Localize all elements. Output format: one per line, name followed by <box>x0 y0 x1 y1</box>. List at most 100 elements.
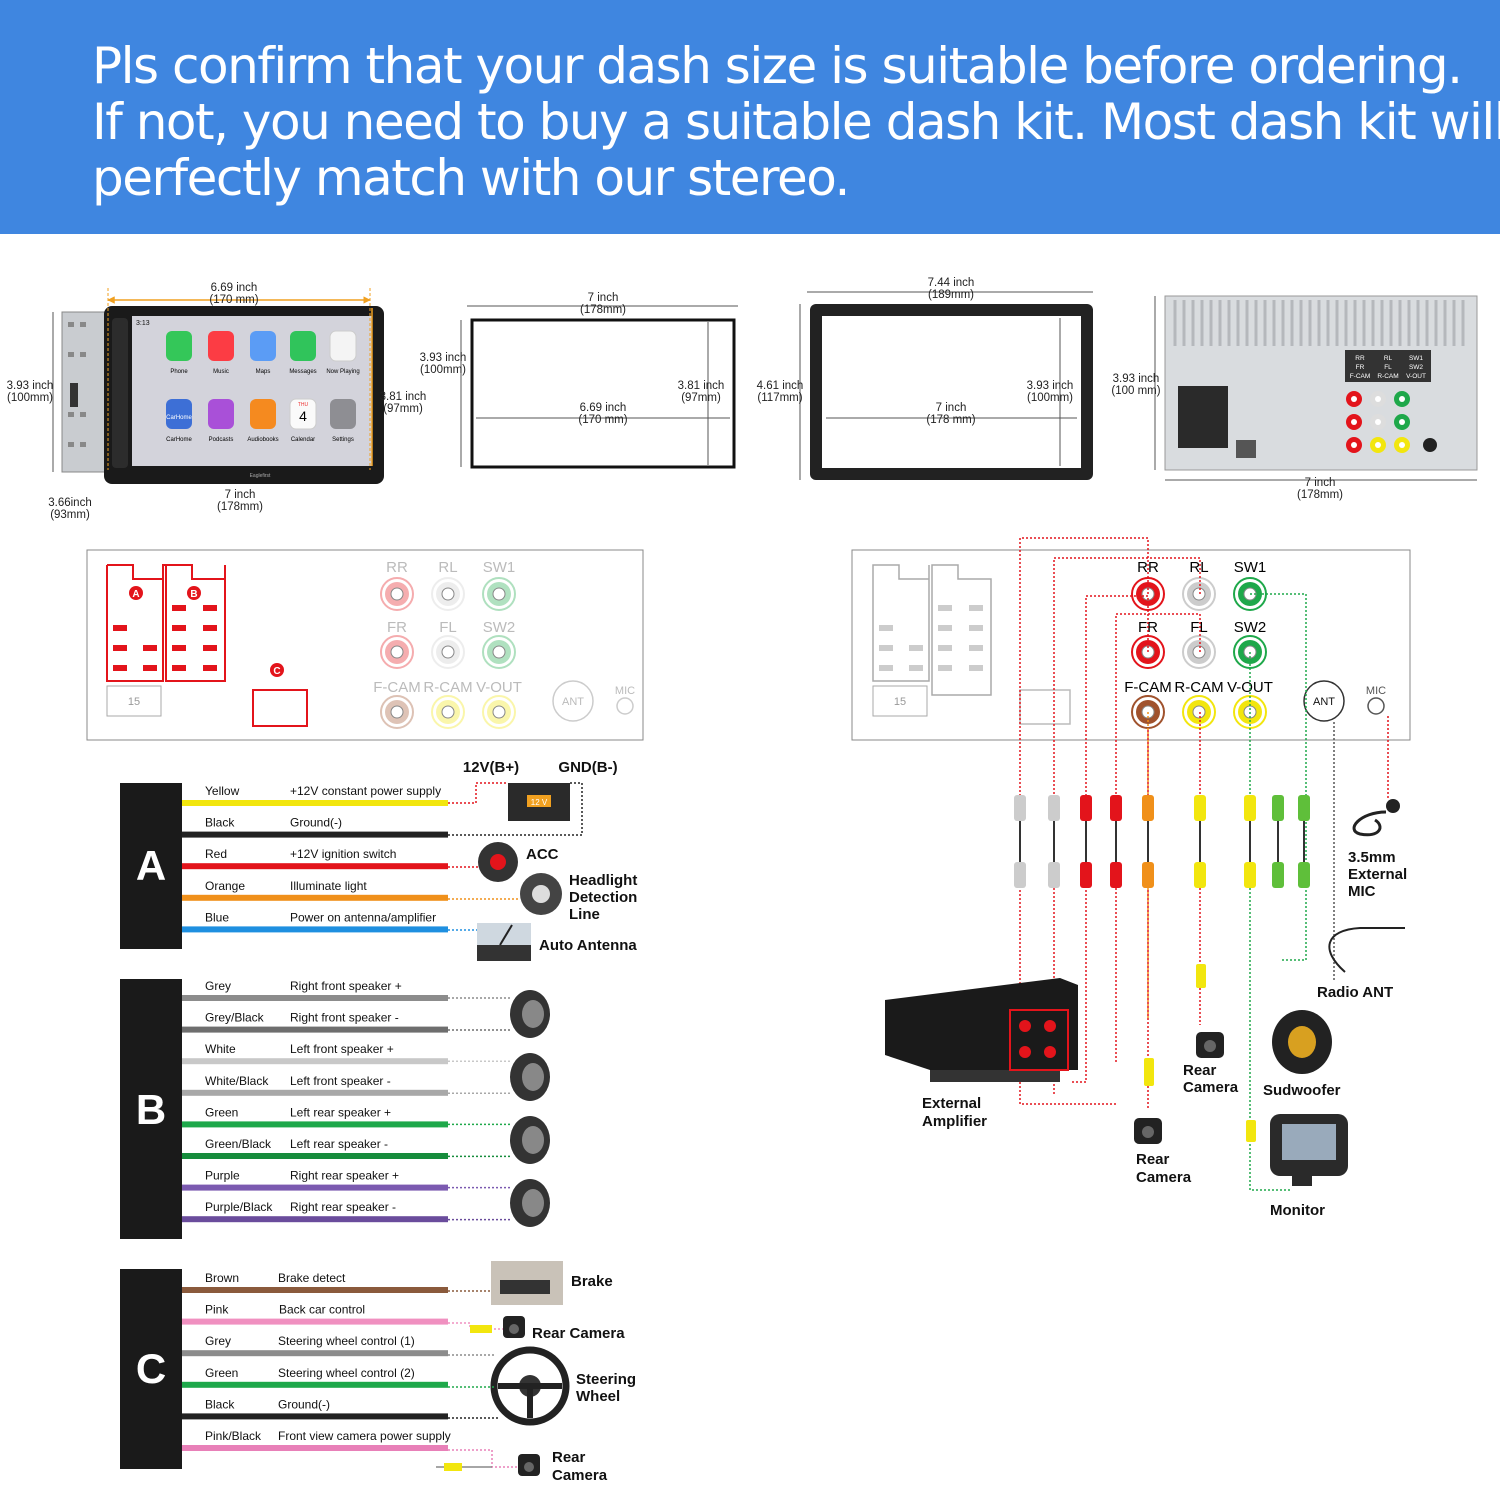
radio-antenna-icon <box>1328 927 1405 973</box>
amplifier-label: External <box>922 1095 981 1112</box>
dim-label: 7.44 inch <box>928 277 975 289</box>
port-label-sw1: SW1 <box>1234 559 1267 576</box>
jack-core-fcam <box>390 705 404 719</box>
wire <box>182 1026 448 1033</box>
wire-color-label: Purple <box>205 1169 240 1183</box>
rear-camera-1-label: Camera <box>1183 1079 1239 1096</box>
stereo-dimensions: 6.69 inch (170 mm) 3.93 inch (100mm) 3.8… <box>7 282 427 521</box>
wire-color-label: Black <box>205 816 235 830</box>
port-label-vout: V-OUT <box>1227 679 1273 696</box>
rca-routing <box>1014 537 1389 1191</box>
rca-route <box>1019 537 1149 1105</box>
speaker-cone <box>522 1063 544 1091</box>
wire-color-label: Red <box>205 847 227 861</box>
carhome-icon <box>166 399 192 429</box>
dim-label: 3.93 inch <box>1027 380 1074 392</box>
messages-icon <box>290 331 316 361</box>
rear-tag: R-CAM <box>1377 373 1398 380</box>
banner-line-3: perfectly match with our stereo. <box>92 149 850 207</box>
plug-c-badge: C <box>273 666 280 677</box>
battery-label: 12 V <box>531 798 548 807</box>
dim-label: (100mm) <box>1027 392 1073 404</box>
wire-desc-label: Ground(-) <box>290 816 342 830</box>
wire-color-label: White <box>205 1042 236 1056</box>
rear-tag: SW1 <box>1409 355 1423 362</box>
rca-plug <box>1110 795 1122 821</box>
dim-label: 3.81 inch <box>678 380 725 392</box>
rca-plug <box>1194 862 1206 888</box>
dim-label: (97mm) <box>383 403 423 415</box>
port-label-sw2: SW2 <box>1234 619 1267 636</box>
calendar-icon <box>289 398 317 430</box>
mic-label: 3.5mm <box>1348 849 1396 866</box>
rca-plug <box>1142 795 1154 821</box>
dim-label: (100mm) <box>420 364 466 376</box>
wire-desc-label: Front view camera power supply <box>278 1429 451 1443</box>
app-label: Settings <box>332 437 354 443</box>
port-label-sw1: SW1 <box>483 559 516 576</box>
wire-desc-label: Ground(-) <box>278 1397 330 1411</box>
acc-label: ACC <box>526 846 559 863</box>
harness-letter: B <box>136 1086 166 1133</box>
headlight-label: Line <box>569 906 600 923</box>
ant-label: ANT <box>1313 696 1335 708</box>
rca-plug <box>1244 862 1256 888</box>
rca-route <box>1250 593 1307 961</box>
wire-color-label: Pink <box>205 1303 229 1317</box>
wire-desc-label: Brake detect <box>278 1271 346 1285</box>
jack-core-rcam <box>441 705 455 719</box>
jack-core-rl <box>441 587 455 601</box>
rca-plug <box>1014 795 1026 821</box>
rear-tag: SW2 <box>1409 364 1423 371</box>
rca-plug <box>1272 795 1284 821</box>
calendar-day: THU <box>298 402 309 408</box>
header-banner: Pls confirm that your dash size is suita… <box>0 0 1500 234</box>
wire <box>182 1058 448 1065</box>
dim-label: (170 mm) <box>209 294 258 306</box>
port-label-rl: RL <box>438 559 457 576</box>
rear-camera-1-label: Rear <box>1183 1062 1217 1079</box>
rca-plug <box>1144 1058 1154 1086</box>
dim-label: (178mm) <box>580 304 626 316</box>
banner-line-2: If not, you need to buy a suitable dash … <box>92 93 1500 151</box>
wire-desc-label: +12V ignition switch <box>290 847 396 861</box>
dim-label: (100mm) <box>7 392 53 404</box>
dim-label: 3.93 inch <box>420 352 467 364</box>
wire <box>182 1089 448 1096</box>
rca-plug <box>1048 862 1060 888</box>
mic-jack <box>1367 697 1385 715</box>
wire-color-label: Grey <box>205 979 231 993</box>
wire <box>182 1184 448 1191</box>
dim-label: 7 inch <box>1305 477 1336 489</box>
wire-desc-label: Steering wheel control (1) <box>278 1334 415 1348</box>
app-label: Audiobooks <box>247 437 278 443</box>
mic-jack-label: MIC <box>1366 685 1386 697</box>
wire <box>182 831 448 838</box>
rca-plug <box>1110 862 1122 888</box>
rear-tag: FR <box>1356 364 1365 371</box>
headlight-label: Headlight <box>569 872 637 889</box>
rca-plug <box>1298 862 1310 888</box>
app-label: CarHome <box>166 437 192 443</box>
app-tile-label: CarHome <box>166 415 192 421</box>
rear-tag: V-OUT <box>1406 373 1426 380</box>
wire-desc-label: Right rear speaker - <box>290 1200 396 1214</box>
rear-jack-core <box>1399 442 1405 448</box>
dim-label: 6.69 inch <box>211 282 258 294</box>
rear-jack-core <box>1399 396 1405 402</box>
wire-color-label: Blue <box>205 910 229 924</box>
wire <box>182 1121 448 1128</box>
monitor-label: Monitor <box>1270 1202 1325 1219</box>
phone-icon <box>166 331 192 361</box>
steering-label: Steering <box>576 1371 636 1388</box>
rear-jack-core <box>1375 396 1381 402</box>
jack-core-rcam <box>1192 705 1206 719</box>
stereo-unit: 3:13 Phone Music Maps Messages Now Playi… <box>61 306 384 484</box>
calendar-date: 4 <box>299 408 307 424</box>
port-label-rr: RR <box>386 559 408 576</box>
wire-desc-label: Left front speaker + <box>290 1042 394 1056</box>
wire-color-label: Green/Black <box>205 1137 272 1151</box>
dim-label: 3.81 inch <box>380 391 427 403</box>
